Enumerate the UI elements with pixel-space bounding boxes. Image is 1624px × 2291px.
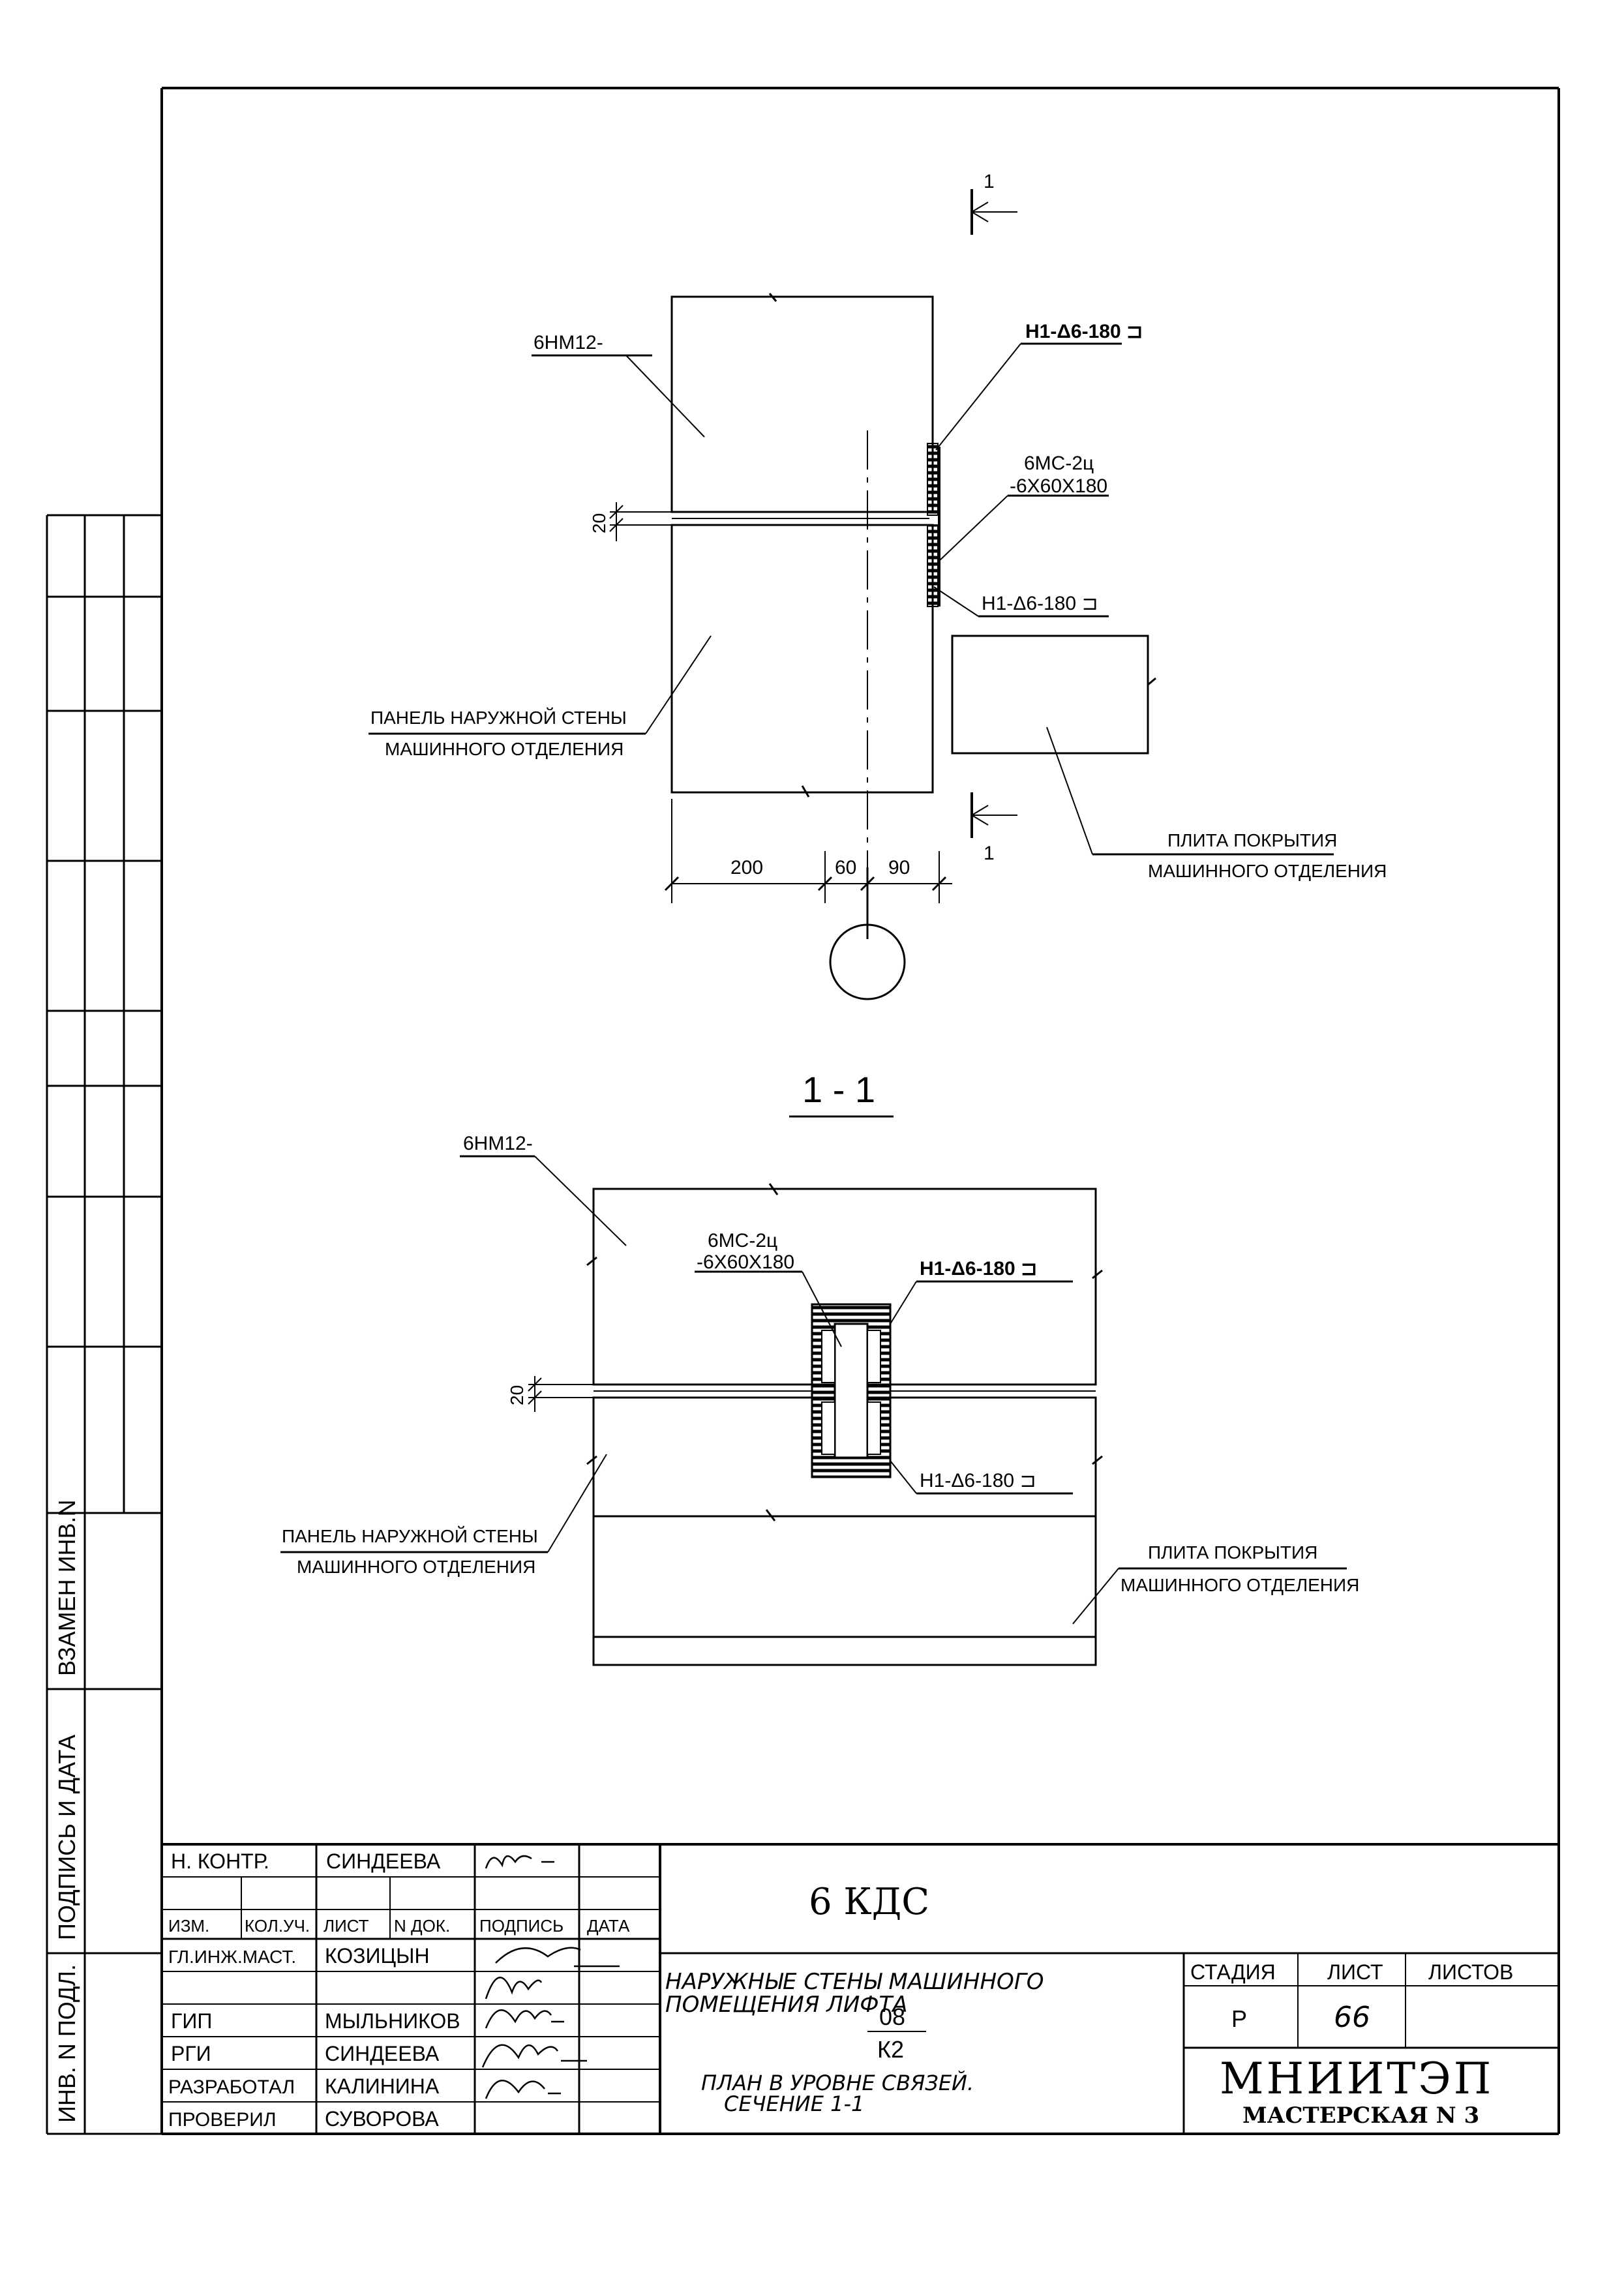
section-slab-label-line2: МАШИННОГО ОТДЕЛЕНИЯ — [1120, 1575, 1359, 1595]
tb-sheet-desc-line2: СЕЧЕНИЕ 1-1 — [724, 2091, 864, 2116]
tb-list: ЛИСТ — [323, 1916, 369, 1936]
section-slab-label-line1: ПЛИТА ПОКРЫТИЯ — [1148, 1542, 1317, 1563]
tb-izm: ИЗМ. — [168, 1916, 209, 1936]
tb-organization: МНИИТЭП — [1220, 2054, 1494, 2104]
plan-axis-bubble — [829, 923, 906, 1000]
section-weld-top: Н1-Δ6-180 ⊐ — [920, 1258, 1037, 1280]
plan-gap-dimension: 20 — [589, 513, 609, 533]
side-label-sign-date: ПОДПИСЬ И ДАТА — [53, 1735, 80, 1940]
plan-embedded-plate-lower — [927, 524, 939, 607]
tb-sheet-label: ЛИСТ — [1327, 1960, 1383, 1984]
side-label-replace-inv: ВЗАМЕН ИНВ.N — [53, 1500, 80, 1676]
section-gap-dimension: 20 — [507, 1385, 527, 1405]
tb-fraction-top: 08 — [879, 2003, 905, 2030]
tb-sheets-label: ЛИСТОВ — [1428, 1960, 1513, 1984]
tb-fraction-bottom: К2 — [877, 2036, 904, 2063]
tb-sheet-desc-line1: ПЛАН В УРОВНЕ СВЯЗЕЙ. — [701, 2071, 974, 2095]
plan-wall-panel-upper — [670, 295, 934, 513]
section-plate-mark: 6МС-2ц — [708, 1230, 777, 1251]
section-wall-label-line1: ПАНЕЛЬ НАРУЖНОЙ СТЕНЫ — [282, 1526, 538, 1546]
tb-stage-value: Р — [1231, 2005, 1247, 2032]
tb-n-kontr-name: СИНДЕЕВА — [326, 1849, 441, 1873]
section-wall-label-line2: МАШИННОГО ОТДЕЛЕНИЯ — [297, 1557, 535, 1577]
plan-slab-label-line1: ПЛИТА ПОКРЫТИЯ — [1167, 830, 1337, 850]
tb-prover-name: СУВОРОВА — [325, 2107, 439, 2131]
tb-razrab-name: КАЛИНИНА — [325, 2074, 440, 2098]
tb-n-dok: N ДОК. — [394, 1916, 450, 1936]
tb-desc-line2: ПОМЕЩЕНИЯ ЛИФТА — [665, 1992, 908, 2018]
side-stamp — [46, 514, 162, 2135]
tb-stage-label: СТАДИЯ — [1190, 1960, 1276, 1984]
plan-wall-panel-lower — [670, 524, 934, 794]
plan-cut-mark-top: 1 — [984, 171, 995, 192]
side-label-inv-orig: ИНВ. N ПОДЛ. — [53, 1964, 80, 2123]
tb-gip-label: ГИП — [171, 2009, 212, 2033]
plan-dimension-90: 90 — [888, 857, 910, 878]
plan-embedded-plate-upper — [927, 443, 939, 516]
plan-wall-label-line2: МАШИННОГО ОТДЕЛЕНИЯ — [385, 739, 624, 759]
signatures — [481, 1855, 620, 2099]
section-plate-size: -6Х60Х180 — [697, 1251, 794, 1273]
tb-document-code: 6 КДС — [809, 1881, 929, 1923]
tb-gl-inzh-label: ГЛ.ИНЖ.МАСТ. — [168, 1947, 296, 1967]
plan-slab-label-line2: МАШИННОГО ОТДЕЛЕНИЯ — [1148, 861, 1387, 881]
tb-podpis: ПОДПИСЬ — [479, 1916, 564, 1936]
tb-rgi-label: РГИ — [171, 2042, 211, 2065]
tb-desc-line1: НАРУЖНЫЕ СТЕНЫ МАШИННОГО — [665, 1969, 1044, 1995]
tb-n-kontr-label: Н. КОНТР. — [171, 1849, 269, 1873]
plan-weld-top: Н1-Δ6-180 ⊐ — [1025, 321, 1143, 342]
tb-data: ДАТА — [587, 1916, 630, 1936]
section-title: 1 - 1 — [802, 1069, 875, 1110]
tb-razrab-label: РАЗРАБОТАЛ — [168, 2076, 295, 2098]
plan-weld-bottom: Н1-Δ6-180 ⊐ — [982, 593, 1098, 614]
tb-workshop: МАСТЕРСКАЯ N 3 — [1242, 2103, 1479, 2129]
tb-kol-uch: КОЛ.УЧ. — [245, 1916, 310, 1936]
tb-prover-label: ПРОВЕРИЛ — [168, 2109, 277, 2131]
plan-wall-label-line1: ПАНЕЛЬ НАРУЖНОЙ СТЕНЫ — [370, 708, 627, 728]
plan-slab — [951, 635, 1149, 755]
tb-sheet-value: 66 — [1334, 2001, 1370, 2034]
tb-gip-name: МЫЛЬНИКОВ — [325, 2009, 460, 2033]
plan-dimension-200: 200 — [730, 857, 763, 878]
plan-dimension-60: 60 — [835, 857, 856, 878]
tb-gl-inzh-name: КОЗИЦЫН — [325, 1944, 430, 1968]
plan-wall-panel-mark: 6НМ12- — [534, 332, 603, 353]
section-weld-bottom: Н1-Δ6-180 ⊐ — [920, 1470, 1036, 1491]
title-block — [162, 1843, 1559, 2134]
plan-plate-size: -6Х60Х180 — [1010, 475, 1107, 497]
tb-rgi-name: СИНДЕЕВА — [325, 2042, 440, 2065]
plan-plate-mark: 6МС-2ц — [1024, 453, 1094, 474]
plan-cut-mark-bottom: 1 — [984, 843, 995, 864]
section-view — [280, 1155, 1347, 1666]
plan-view — [368, 189, 1334, 1000]
sheet-frame — [160, 87, 1560, 2135]
section-wall-panel-mark: 6НМ12- — [463, 1133, 533, 1154]
